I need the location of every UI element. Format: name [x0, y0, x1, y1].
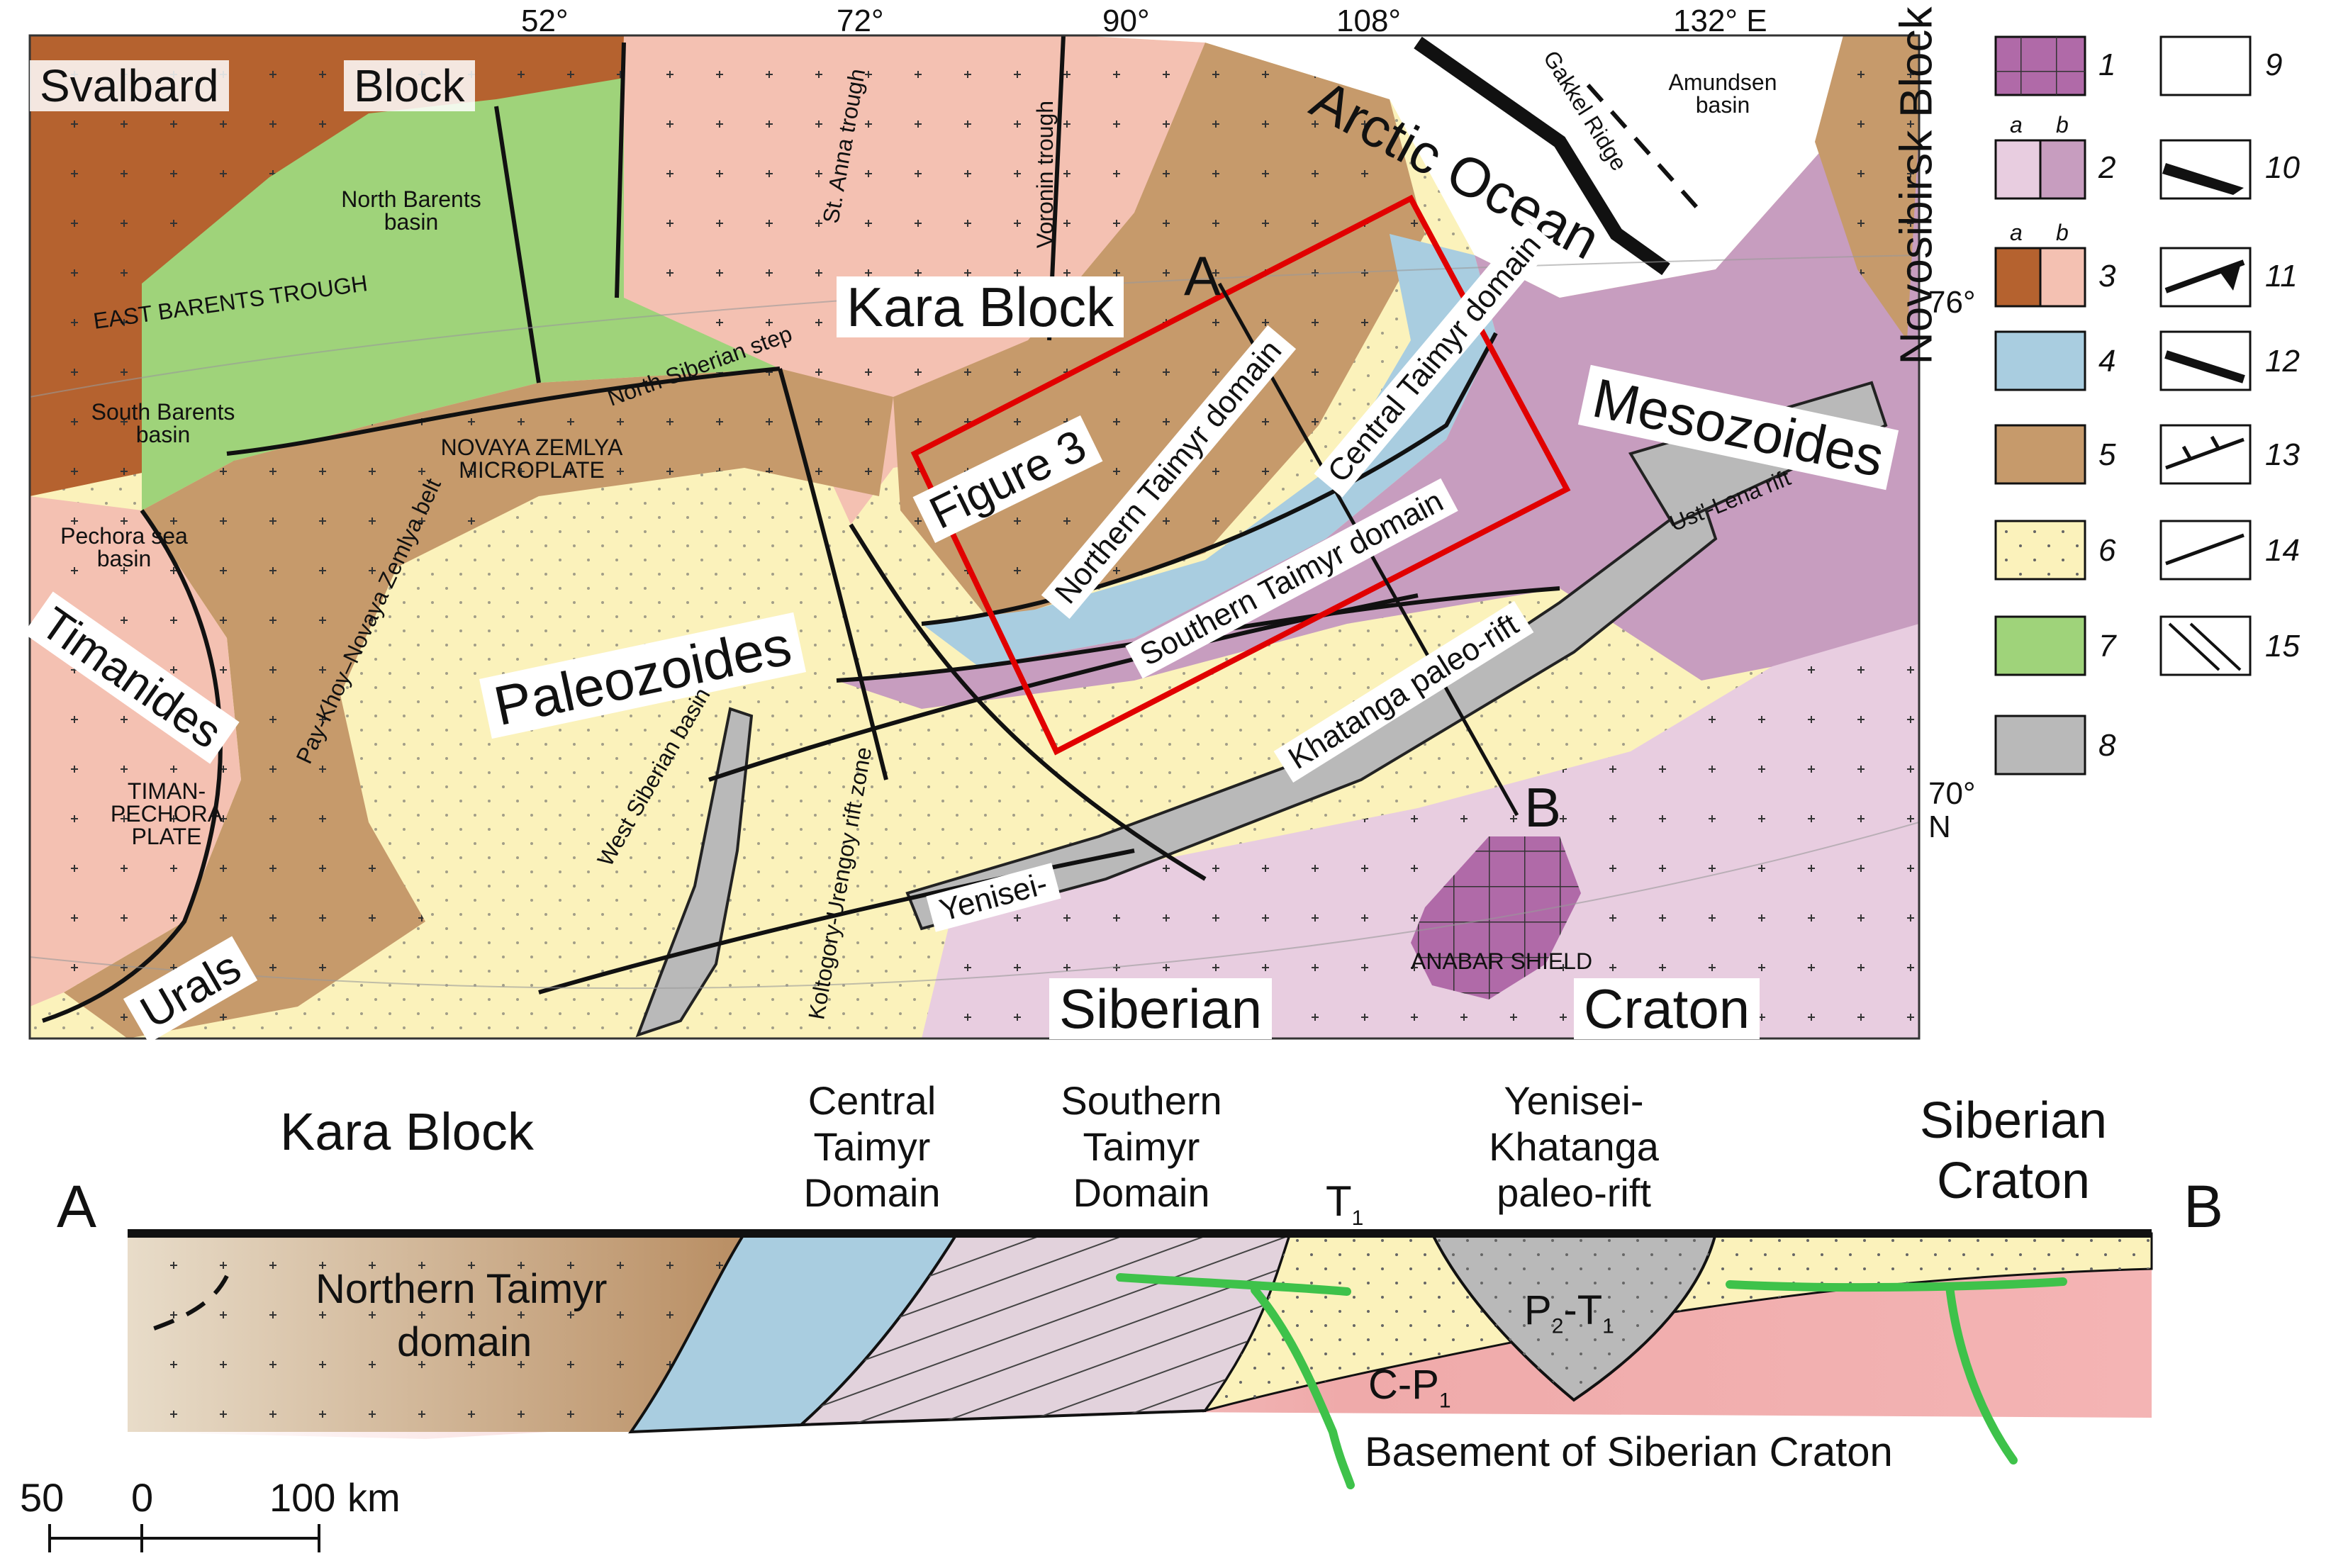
label-voronin: Voronin trough — [1032, 100, 1058, 249]
lon-tick-72: 72° — [837, 4, 884, 38]
legend-num-15: 15 — [2265, 629, 2300, 663]
arctic-ocean-unit — [1078, 35, 1843, 298]
legend-swatches — [1994, 35, 2252, 775]
lat-tick-76: 76° — [1928, 285, 1976, 320]
label-novaya-zemlya-microplate: NOVAYA ZEMLYA MICROPLATE — [440, 435, 623, 483]
legend-num-7: 7 — [2098, 629, 2116, 663]
lon-tick-108: 108° — [1336, 4, 1402, 38]
legend-sub-2a: a — [2010, 112, 2023, 138]
scale-unit: km — [347, 1475, 401, 1520]
label-timan-pechora: TIMAN-PECHORA PLATE — [110, 778, 223, 849]
legend-num-11: 11 — [2265, 259, 2298, 293]
legend-num-8: 8 — [2098, 728, 2116, 763]
label-anabar: ANABAR SHIELD — [1411, 948, 1593, 974]
section-yenisei-3: paleo-rift — [1497, 1170, 1651, 1215]
legend-num-13: 13 — [2265, 437, 2300, 472]
section-northern-1: Northern Taimyr — [315, 1266, 608, 1312]
section-kara-block: Kara Block — [280, 1102, 534, 1161]
legend-sub-2b: b — [2056, 112, 2069, 138]
section-end-b: B — [2184, 1173, 2224, 1240]
label-north-barents: North Barents basin — [341, 186, 481, 235]
section-siberian-2: Craton — [1936, 1153, 2091, 1209]
gakkel-ridge — [1414, 36, 1704, 276]
lon-tick-90: 90° — [1102, 4, 1150, 38]
lat-tick-n: N — [1928, 810, 1951, 844]
label-point-a: A — [1184, 245, 1222, 307]
label-svalbard: Svalbard — [30, 60, 229, 111]
legend-num-12: 12 — [2265, 344, 2300, 379]
section-northern-2: domain — [397, 1319, 532, 1365]
label-block: Block — [344, 60, 475, 111]
section-yenisei-1: Yenisei- — [1504, 1078, 1644, 1123]
section-yenisei-2: Khatanga — [1489, 1124, 1659, 1169]
legend-num-5: 5 — [2098, 437, 2116, 472]
section-basement: Basement of Siberian Craton — [1365, 1429, 1893, 1475]
figure3-frame — [910, 194, 1571, 756]
legend-num-6: 6 — [2098, 533, 2116, 568]
legend-num-10: 10 — [2265, 150, 2300, 185]
lon-tick-52: 52° — [521, 4, 569, 38]
legend-num-14: 14 — [2265, 533, 2300, 568]
section-p2t1: P2-T1 — [1524, 1287, 1614, 1338]
label-craton: Craton — [1574, 978, 1760, 1039]
legend-num-2: 2 — [2098, 150, 2116, 185]
legend-num-4: 4 — [2098, 344, 2116, 379]
scale-100: 100 — [269, 1475, 336, 1520]
label-pechora-sea: Pechora sea basin — [60, 523, 188, 571]
legend-sub-3a: a — [2010, 220, 2023, 245]
section-t1: T1 — [1326, 1177, 1364, 1230]
label-novosibirsk: Novosibirsk Block — [1890, 6, 1942, 365]
section-end-a: A — [57, 1173, 97, 1240]
koltogory-rift — [635, 707, 754, 1038]
scale-0: 0 — [131, 1475, 154, 1520]
lat-tick-70: 70° — [1928, 776, 1976, 811]
label-south-barents: South Barents basin — [91, 399, 235, 447]
section-southern-3: Domain — [1073, 1170, 1210, 1215]
legend-sub-3b: b — [2056, 220, 2069, 245]
section-cp1: C-P1 — [1368, 1362, 1451, 1413]
legend-num-3: 3 — [2098, 259, 2116, 293]
section-central-3: Domain — [803, 1170, 941, 1215]
legend-num-1: 1 — [2098, 47, 2116, 82]
legend-num-9: 9 — [2265, 47, 2283, 82]
lon-tick-132: 132° E — [1673, 4, 1767, 38]
label-siberian: Siberian — [1049, 978, 1273, 1039]
scale-50: 50 — [20, 1475, 65, 1520]
section-southern-1: Southern — [1061, 1078, 1222, 1123]
scale-bar — [48, 1524, 320, 1552]
label-point-b: B — [1524, 776, 1562, 839]
section-southern-2: Taimyr — [1083, 1124, 1200, 1169]
label-amundsen: Amundsen basin — [1668, 69, 1777, 118]
label-kara-block: Kara Block — [837, 276, 1124, 337]
section-central-2: Taimyr — [813, 1124, 931, 1169]
section-central-1: Central — [807, 1078, 937, 1123]
cross-section-panel — [128, 1229, 2153, 1489]
section-siberian-1: Siberian — [1919, 1092, 2108, 1149]
intrusion-lines — [1116, 1273, 2067, 1489]
